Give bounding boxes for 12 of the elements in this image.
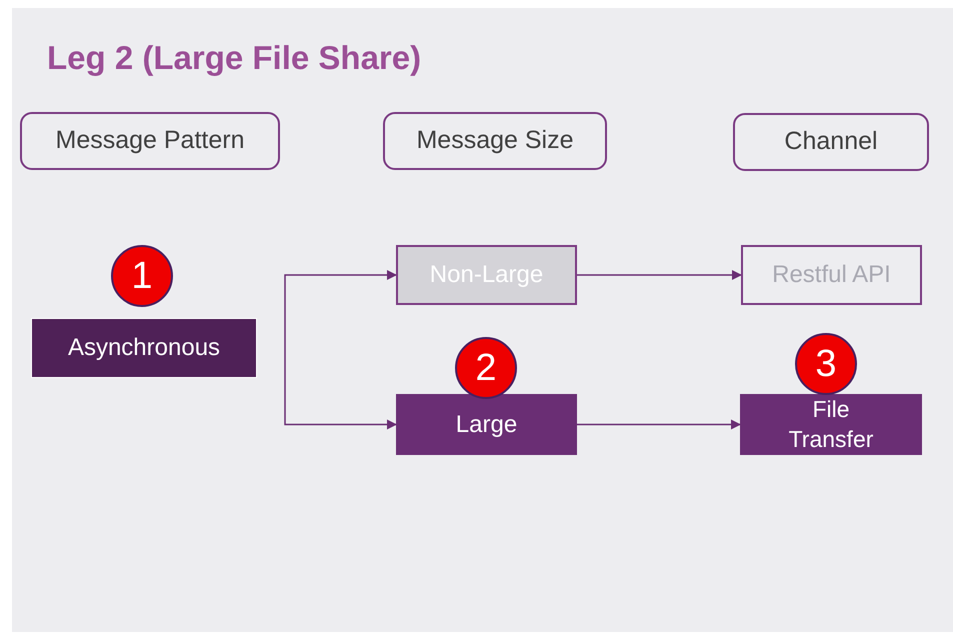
process-box: File Transfer [740, 394, 922, 455]
process-box: Asynchronous [31, 318, 257, 378]
process-box: Large [396, 394, 577, 455]
title: Leg 2 (Large File Share) [47, 38, 422, 78]
arrow [577, 270, 742, 280]
arrow [284, 350, 397, 430]
arrow [577, 420, 741, 430]
option-box: Restful API [741, 245, 922, 305]
category-header: Message Pattern [20, 112, 280, 170]
arrow [284, 270, 397, 350]
category-header: Channel [733, 113, 929, 171]
category-header: Message Size [383, 112, 607, 170]
